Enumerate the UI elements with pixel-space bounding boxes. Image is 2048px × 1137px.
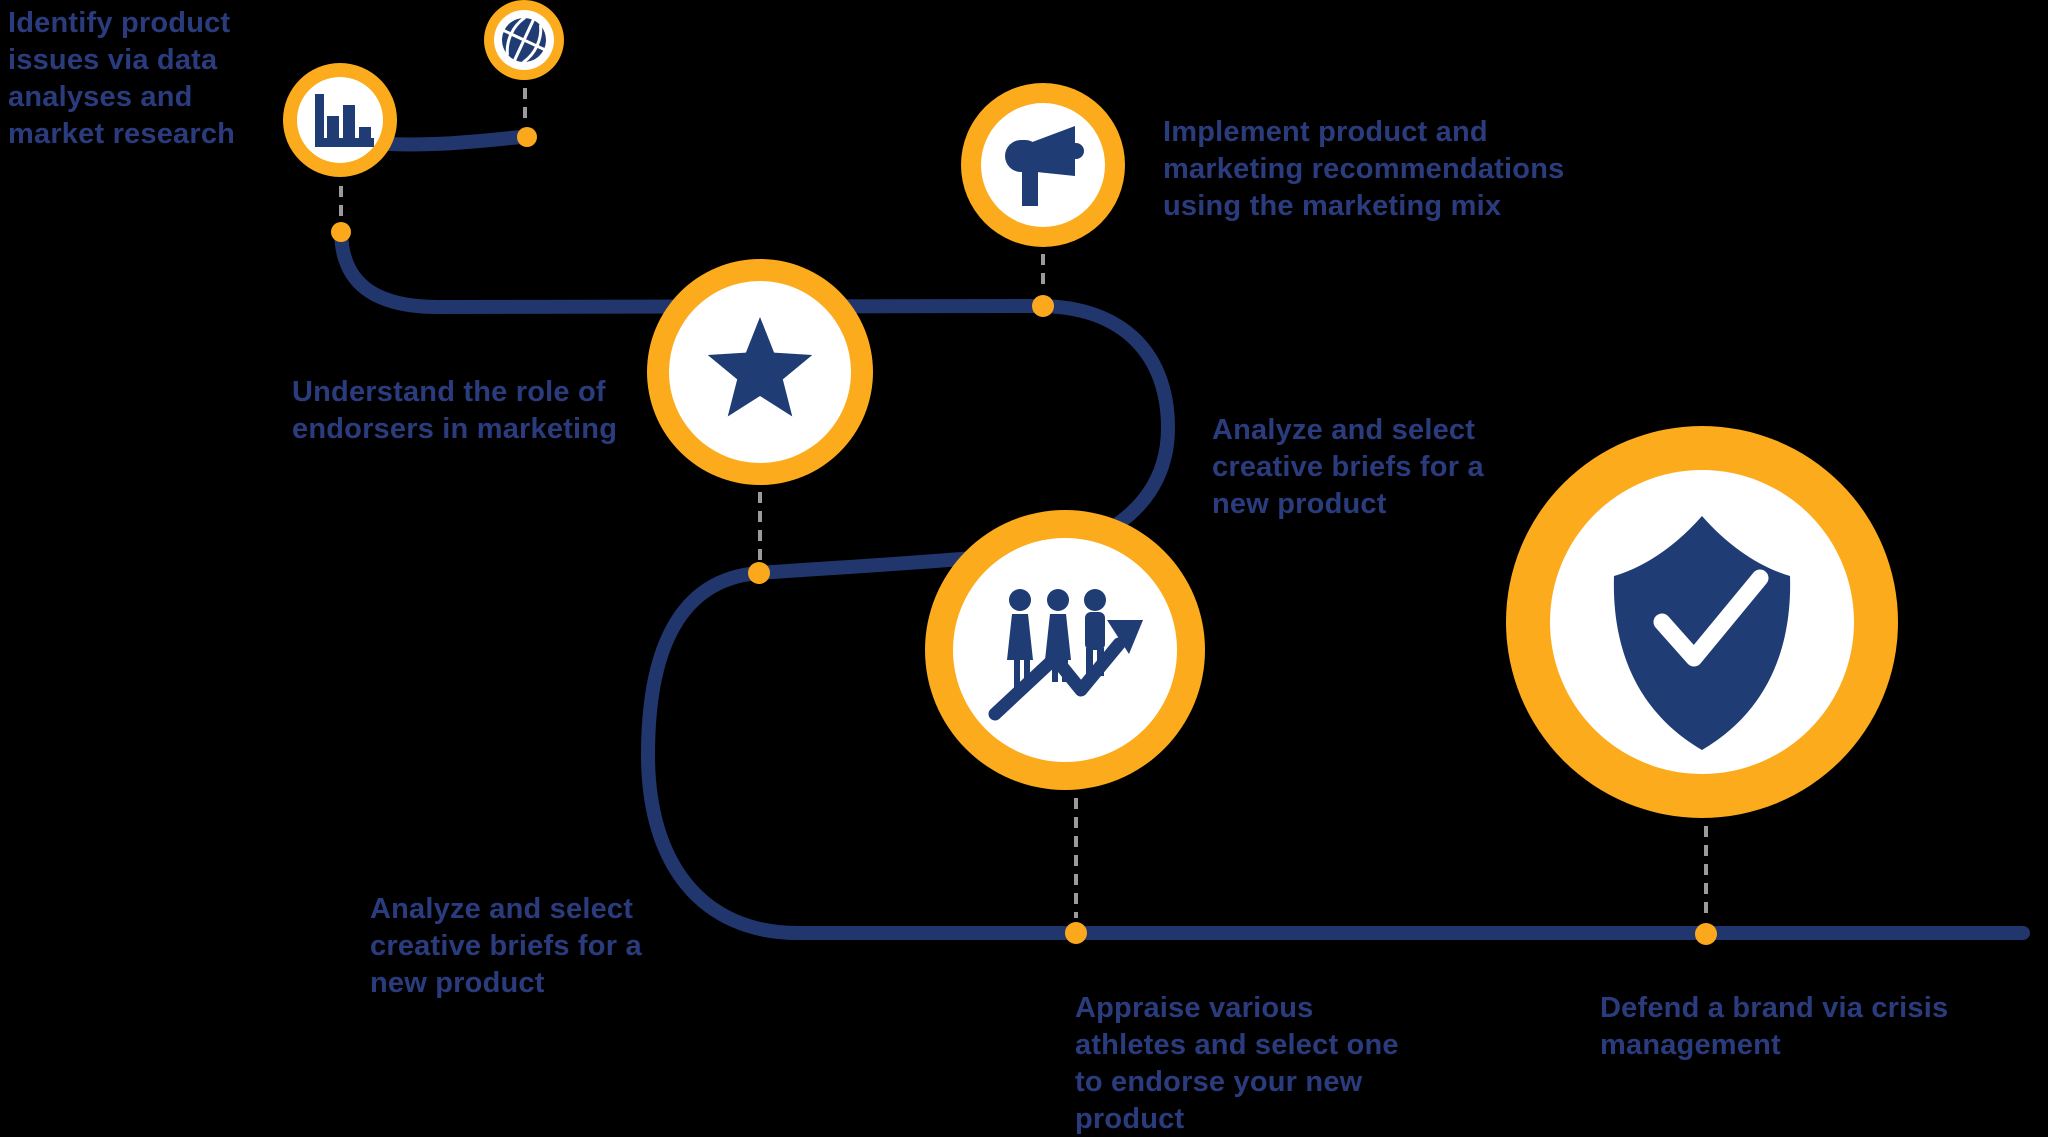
label-analyze-briefs-bottom: Analyze and select creative briefs for a… (370, 893, 642, 999)
shield-check-icon (1613, 516, 1791, 750)
junction-dot (517, 127, 537, 147)
label-identify-product-issues: Identify product issues via data analyse… (8, 7, 236, 150)
junction-dot (331, 222, 351, 242)
team-growth-icon (988, 589, 1143, 721)
node-shield-check (1506, 426, 1898, 818)
junction-dot (748, 562, 770, 584)
label-implement-recommendations: Implement product and marketing recommen… (1163, 116, 1565, 222)
label-understand-endorsers: Understand the role of endorsers in mark… (292, 376, 618, 445)
star-icon (707, 317, 813, 417)
node-team-growth (925, 510, 1205, 790)
megaphone-icon (1005, 126, 1084, 206)
basketball-icon (502, 16, 546, 64)
node-inner (297, 77, 383, 163)
node-star (647, 259, 873, 485)
node-megaphone (961, 83, 1125, 247)
junction-dot (1065, 922, 1087, 944)
node-basketball (484, 0, 564, 80)
node-bar-chart (283, 63, 397, 177)
label-analyze-briefs-right: Analyze and select creative briefs for a… (1212, 414, 1484, 520)
junction-dot (1695, 923, 1717, 945)
junction-dot (1032, 295, 1054, 317)
label-appraise-athletes: Appraise various athletes and select one… (1075, 992, 1399, 1135)
bar-chart-icon (315, 94, 374, 147)
label-defend-brand: Defend a brand via crisis management (1600, 992, 1949, 1061)
